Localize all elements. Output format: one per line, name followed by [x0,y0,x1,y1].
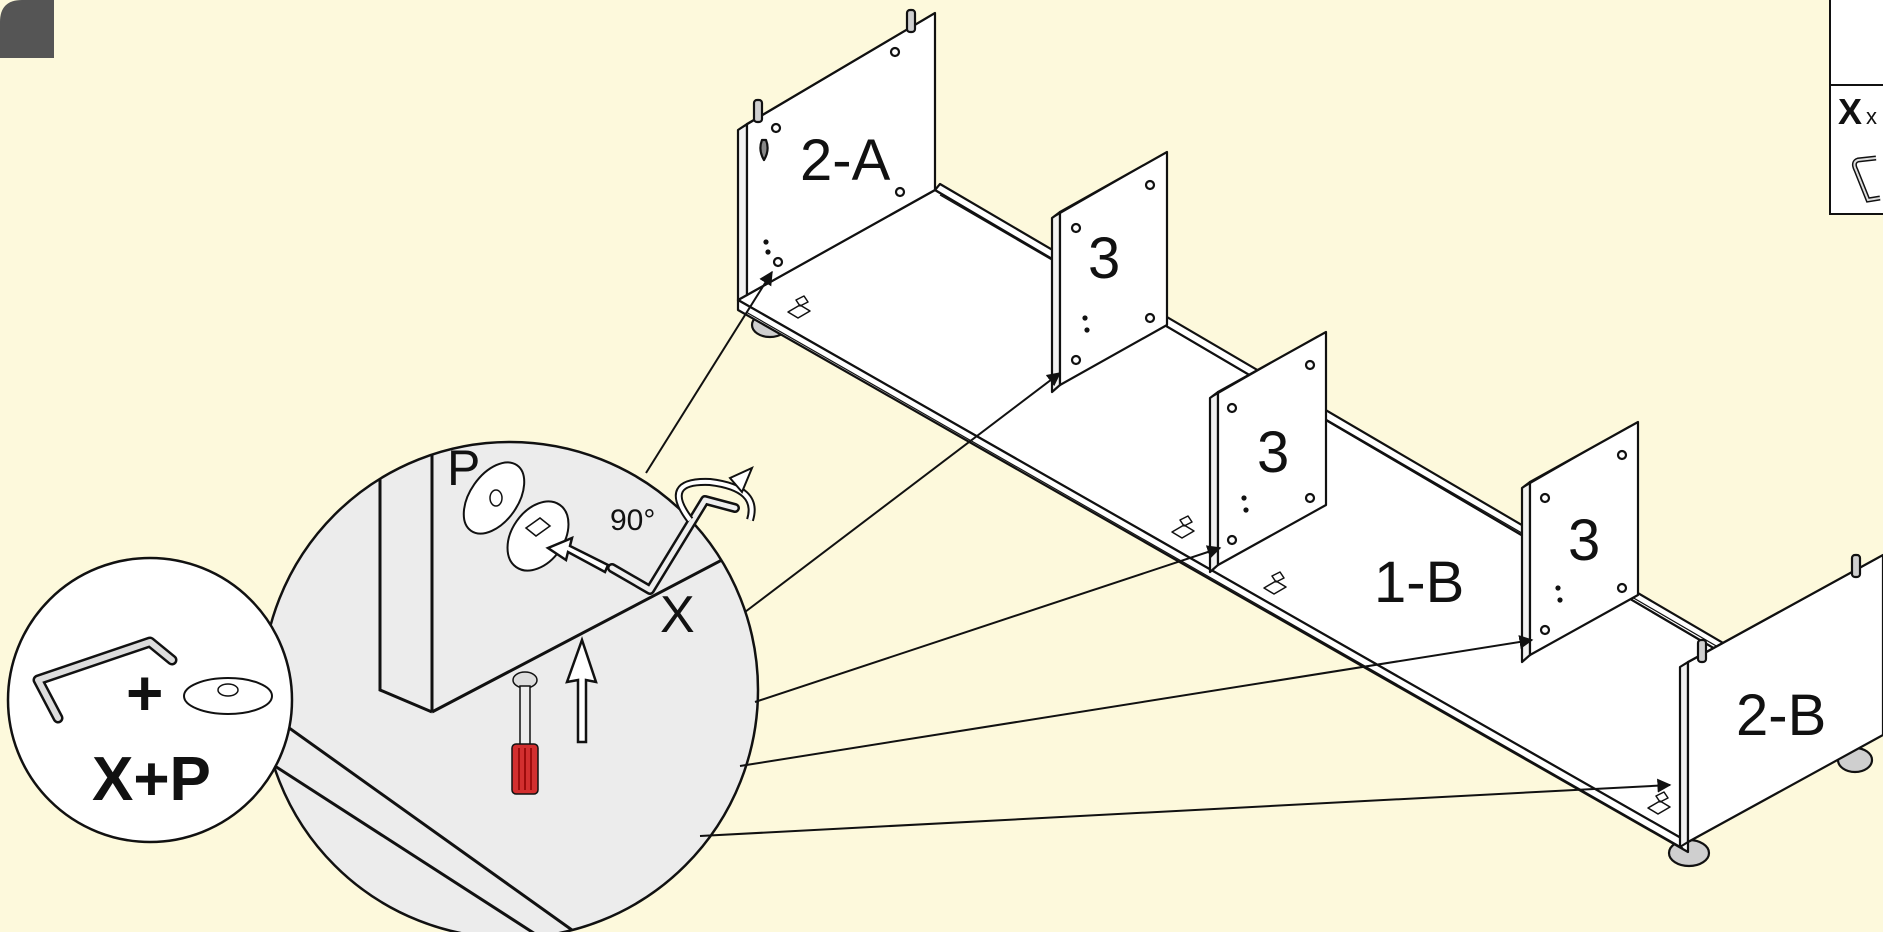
cam-fitting-1 [787,295,811,319]
corner-tab [0,0,54,58]
label-detail-p: P [447,440,480,496]
label-plus: + [126,657,163,729]
insert-arrow-icon [545,535,610,574]
cam-lock-slot [759,138,769,162]
furniture-assembly [736,8,1883,868]
divider-panel-3a [1050,150,1169,394]
screwdriver-icon [511,671,539,795]
label-combo: X+P [92,745,211,814]
side-panel-2a-edge [736,122,749,302]
label-panel-3c: 3 [1568,508,1600,573]
cam-fitting-4 [1647,791,1671,815]
cam-fitting-2 [1171,515,1195,539]
guide-lines [645,270,1672,837]
label-angle: 90° [610,504,655,537]
divider-panel-3c [1520,420,1640,664]
parts-combo-circle: + X+P [6,556,294,844]
divider-panel-3b [1208,330,1328,574]
label-panel-3b: 3 [1257,420,1289,485]
parts-legend: X x [1829,0,1883,215]
side-panel-2b-edge [1678,660,1690,849]
label-panel-1b: 1-B [1374,550,1464,615]
label-panel-2b: 2-B [1736,683,1826,748]
legend-x-label: X [1838,91,1862,132]
label-panel-3a: 3 [1088,226,1120,291]
label-detail-x: X [660,586,695,644]
detail-lens: P 90° X [260,440,760,932]
up-arrow-icon [565,636,598,744]
label-panel-2a: 2-A [800,128,891,193]
cam-fitting-3 [1263,571,1287,595]
legend-x-suffix: x [1866,104,1877,129]
